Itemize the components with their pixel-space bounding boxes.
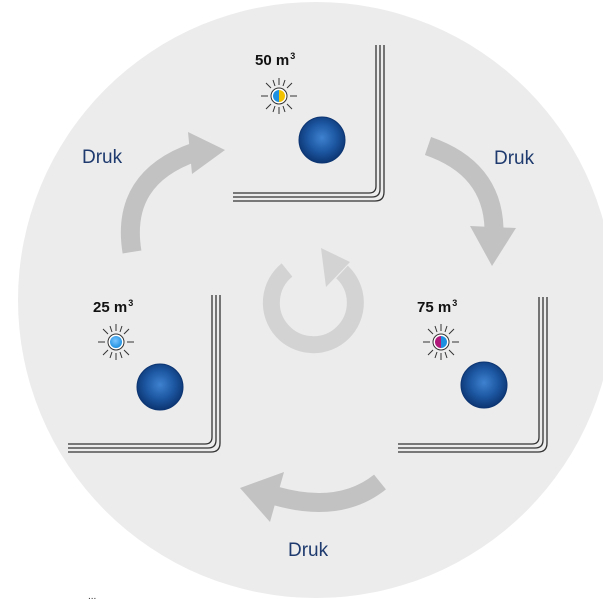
volume-label-75: 75 m3 (417, 298, 458, 316)
volume-value: 25 (93, 299, 110, 316)
volume-unit: m (275, 52, 290, 69)
round-button-icon (460, 361, 508, 409)
volume-unit-exponent: 3 (452, 298, 458, 308)
volume-unit: m (437, 299, 452, 316)
volume-unit: m (113, 299, 128, 316)
round-button-icon (136, 363, 184, 411)
action-label-left: Druk (82, 147, 123, 168)
footnote: ... (88, 591, 97, 602)
led-light-icon (423, 324, 459, 360)
volume-unit-exponent: 3 (128, 298, 134, 308)
panel-corner-frame (68, 295, 221, 453)
volume-unit-exponent: 3 (290, 51, 296, 61)
led-light-icon (98, 324, 134, 360)
volume-label-25: 25 m3 (93, 298, 134, 316)
volume-label-50: 50 m3 (255, 51, 296, 69)
volume-value: 50 (255, 52, 272, 69)
volume-value: 75 (417, 299, 434, 316)
led-light-icon (261, 78, 297, 114)
action-label-right: Druk (494, 148, 535, 169)
panel-corner-frame (233, 45, 385, 202)
curved-arrow-icon-2 (424, 137, 516, 266)
panel-corner-frame (398, 297, 548, 453)
panel-50 (233, 45, 385, 202)
action-label-bottom: Druk (288, 540, 329, 561)
round-button-icon (298, 116, 346, 164)
curved-arrow-icon-1 (120, 132, 225, 254)
panel-75 (398, 297, 548, 453)
panel-25 (68, 295, 221, 453)
refresh-cycle-icon (262, 248, 364, 354)
curved-arrow-icon-3 (240, 472, 386, 522)
